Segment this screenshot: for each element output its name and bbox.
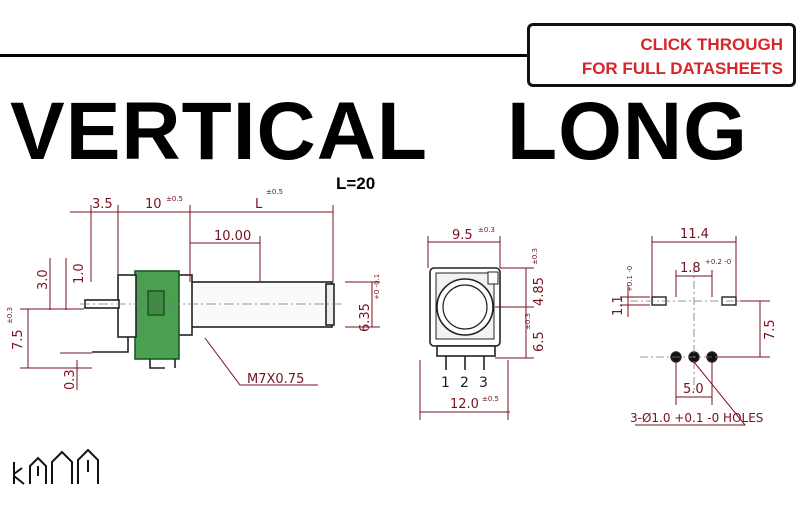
side-view-dimensions [20,205,380,390]
dim-4-85: 4.85 [532,277,547,306]
dim-10-tol: ±0.5 [166,195,183,203]
dim-9-5: 9.5 [452,228,473,243]
dim-9-5-tol: ±0.3 [478,226,495,234]
side-view [80,270,342,369]
dim-1-1-tol: +0.1 -0 [626,266,634,292]
pin-lead [92,337,129,353]
dim-12-0-tol: ±0.5 [482,395,499,403]
dim-L-tol: ±0.5 [266,188,283,196]
dim-1-0: 1.0 [72,263,87,284]
dim-7-5-tol: ±0.3 [6,307,14,324]
dim-6-35-tol: +0 -0.1 [373,274,381,300]
dim-6-35: 6.35 [358,303,373,332]
dim-0-3: 0.3 [63,369,78,390]
footprint-dimensions [620,236,770,426]
dim-5-0: 5.0 [683,382,704,397]
front-view-dimensions [419,236,534,420]
dim-3-5: 3.5 [92,197,113,212]
front-view [429,267,501,370]
dim-1-1: 1.1 [611,295,626,316]
cta-line-1: CLICK THROUGH [640,35,783,54]
title-long: LONG [507,86,748,177]
dim-10-00: 10.00 [214,229,251,244]
shaft [189,281,333,328]
knob-houses-logo [13,448,99,485]
dim-4-85-tol: ±0.3 [531,248,539,265]
dim-10: 10 [145,197,162,212]
dim-12-0: 12.0 [450,397,479,412]
datasheet-link-button[interactable]: CLICK THROUGH FOR FULL DATASHEETS [527,23,796,87]
dim-7-5-fp: 7.5 [763,319,778,340]
dim-7-5: 7.5 [11,329,26,350]
pin-label-2: 2 [460,375,469,391]
pin-label-3: 3 [479,375,488,391]
dim-L: L [255,197,263,212]
dim-6-5-tol: ±0.3 [524,313,532,330]
rear-bracket [117,274,137,338]
dim-1-8-tol: +0.2 -0 [705,258,731,266]
dim-3-0: 3.0 [36,269,51,290]
dim-6-5: 6.5 [532,331,547,352]
pin-label-1: 1 [441,375,450,391]
thread-label: M7X0.75 [247,372,304,387]
cta-line-2: FOR FULL DATASHEETS [581,59,783,78]
dim-11-4: 11.4 [680,227,709,242]
length-label: L=20 [336,174,376,193]
header-rule [0,54,528,57]
dim-1-8: 1.8 [680,261,701,276]
title-vertical: VERTICAL [10,86,428,177]
holes-label: 3-Ø1.0 +0.1 -0 HOLES [630,411,763,425]
bushing [177,274,193,336]
